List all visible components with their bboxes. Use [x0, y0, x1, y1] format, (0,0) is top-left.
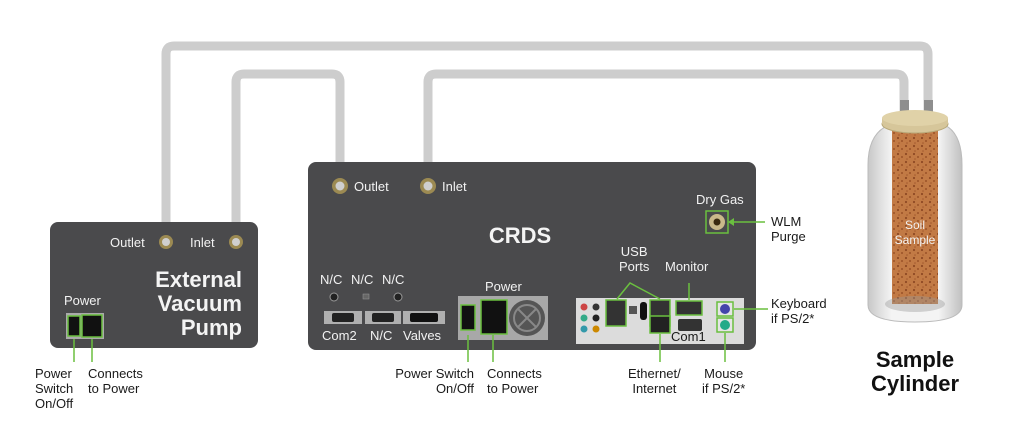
monitor-label: Monitor: [665, 259, 709, 274]
valves-label: Valves: [403, 328, 442, 343]
monitor-port: [675, 300, 703, 316]
crds-power-label: Power: [485, 279, 522, 294]
dry-gas-label: Dry Gas: [696, 192, 744, 207]
nc-label: N/C: [382, 272, 405, 287]
pump-inlet-label: Inlet: [190, 235, 215, 250]
crds-title: CRDS: [488, 223, 552, 248]
nc-label: N/C: [320, 272, 343, 287]
crds-inlet-label: Inlet: [442, 179, 467, 194]
nc-label: N/C: [351, 272, 374, 287]
tube-crds-inlet-to-cylinder: [423, 69, 909, 189]
ethernet-callout: Ethernet/Internet: [628, 366, 681, 396]
crds-power-switch: [460, 304, 476, 331]
com1-label: Com1: [671, 329, 706, 344]
pump-outlet-label: Outlet: [110, 235, 145, 250]
crds-outlet-label: Outlet: [354, 179, 389, 194]
pump-power-socket: [81, 314, 103, 338]
tube-pump-inlet-to-crds-outlet: [231, 69, 345, 243]
pump-title: External Vacuum Pump: [155, 267, 242, 340]
serial-nc-label: N/C: [370, 328, 393, 343]
pump-power-label: Power: [64, 293, 101, 308]
pump-power-switch: [67, 315, 81, 337]
com2-label: Com2: [322, 328, 357, 343]
soil-sample: [892, 126, 938, 304]
tube-pump-outlet-to-cylinder: [161, 41, 933, 243]
crds-power-socket: [480, 299, 508, 335]
